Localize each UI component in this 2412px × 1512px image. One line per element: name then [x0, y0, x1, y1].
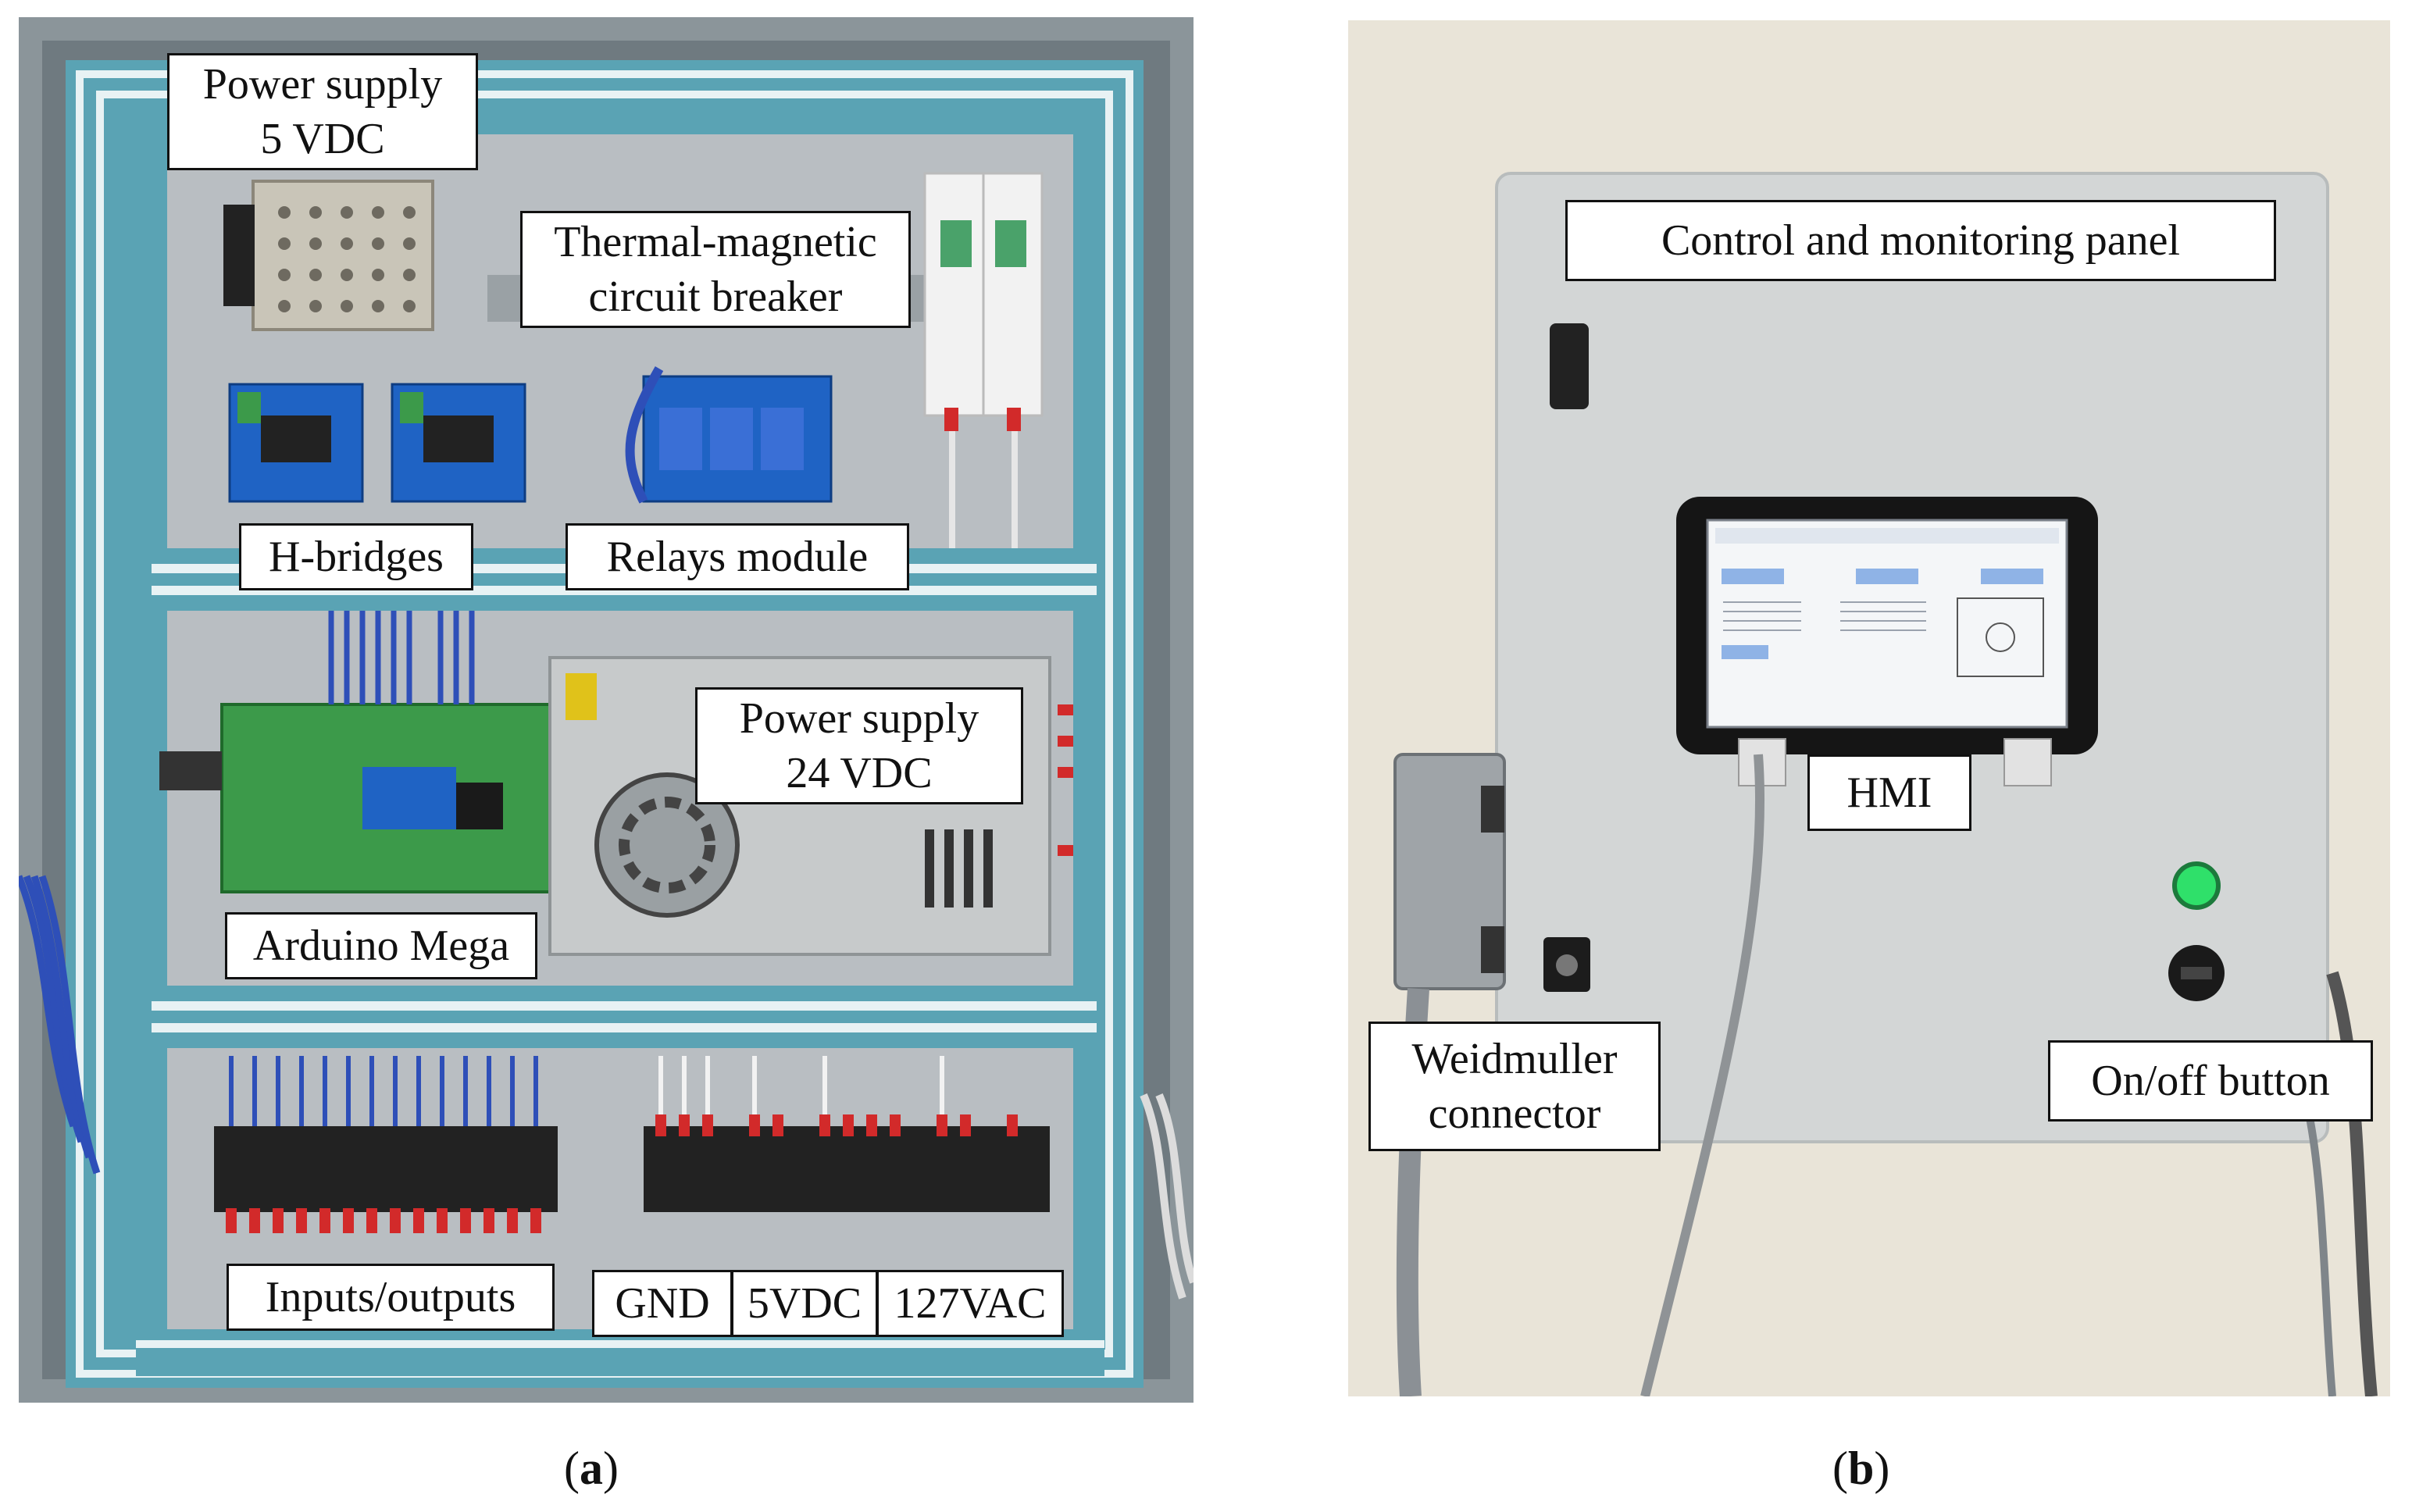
photo-control-panel-front: Control and monitoring panel HMI Weidmul… — [1348, 20, 2390, 1396]
label-thermal-magnetic-breaker: Thermal-magnetic circuit breaker — [520, 211, 911, 328]
label-relays-module: Relays module — [566, 523, 909, 590]
label-hmi: HMI — [1807, 754, 1971, 831]
label-gnd: GND — [592, 1270, 733, 1337]
label-on-off-button: On/off button — [2048, 1040, 2373, 1122]
label-5vdc: 5VDC — [731, 1270, 878, 1337]
label-control-monitoring-panel: Control and monitoring panel — [1565, 200, 2276, 281]
label-arduino-mega: Arduino Mega — [225, 912, 537, 979]
caption-a: (a) — [564, 1442, 619, 1494]
caption-b-letter: b — [1847, 1442, 1875, 1494]
label-h-bridges: H-bridges — [239, 523, 473, 590]
photo-enclosure-interior: Power supply 5 VDC Thermal-magnetic circ… — [19, 17, 1194, 1403]
label-127vac: 127VAC — [876, 1270, 1064, 1337]
caption-a-letter: a — [579, 1442, 603, 1494]
label-inputs-outputs: Inputs/outputs — [227, 1264, 555, 1331]
label-power-supply-5vdc: Power supply 5 VDC — [167, 53, 478, 170]
caption-b: (b) — [1832, 1442, 1890, 1494]
label-power-supply-24vdc: Power supply 24 VDC — [695, 687, 1023, 804]
label-weidmuller-connector: Weidmuller connector — [1368, 1022, 1661, 1151]
